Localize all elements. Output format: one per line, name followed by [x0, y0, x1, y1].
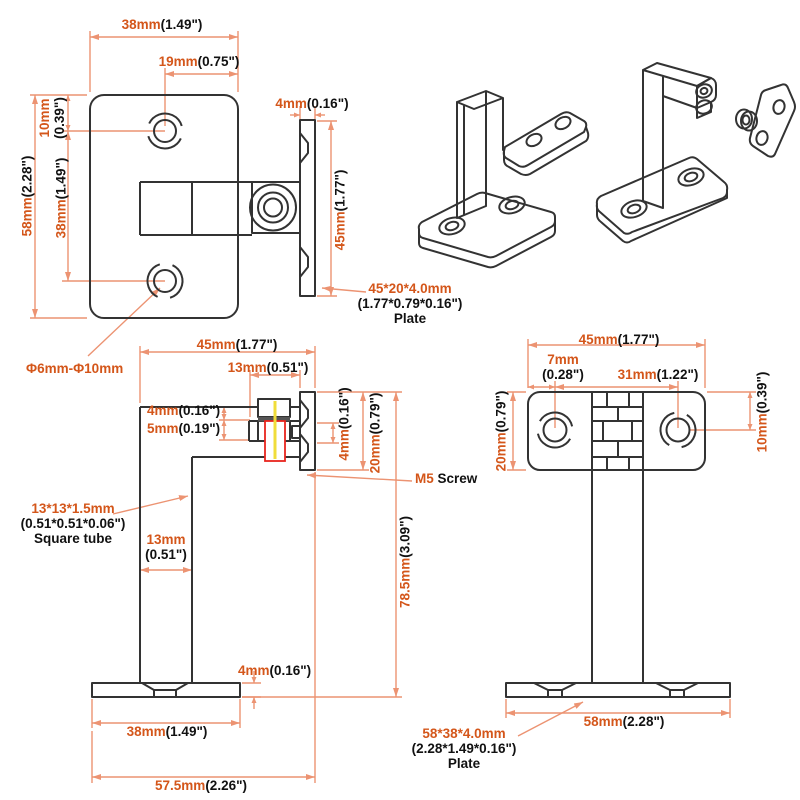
dim-washer-height: 5mm(0.19"): [147, 421, 221, 436]
dim-screw-head: 4mm(0.16"): [147, 403, 221, 418]
dim-top-plate-width: 20mm(0.79"): [367, 392, 383, 474]
dim-nut-width: 13mm(0.51"): [227, 360, 309, 375]
front-view: [505, 391, 731, 698]
dim-top-plate-thickness: 4mm(0.16"): [336, 387, 352, 461]
dim-front-plate-width: 45mm(1.77"): [578, 332, 660, 347]
dim-hole-offset: 19mm(0.75"): [158, 54, 240, 69]
dim-hole-edge-offset: 7mm(0.28"): [542, 352, 584, 383]
label-base-plate-size: 58*38*4.0mm(2.28*1.49*0.16")Plate: [411, 726, 517, 772]
dim-base-width-side: 38mm(1.49"): [126, 724, 208, 739]
label-hole-diameter: Φ6mm-Φ10mm: [26, 361, 124, 376]
isometric-view-left: [417, 90, 590, 269]
dim-total-depth: 57.5mm(2.26"): [155, 778, 247, 793]
dim-edge-plate-thickness: 4mm(0.16"): [275, 96, 349, 111]
dim-plate-width: 38mm(1.49"): [121, 17, 203, 32]
dim-bracket-height: 78.5mm(3.09"): [397, 516, 413, 608]
label-top-plate-size: 45*20*4.0mm(1.77*0.79*0.16")Plate: [357, 281, 463, 327]
dim-hole-top-offset: 10mm(0.39"): [36, 97, 67, 139]
dim-front-plate-height: 20mm(0.79"): [493, 390, 509, 472]
isometric-view-right: [595, 62, 796, 244]
m5-screw-highlight: [264, 401, 286, 462]
dim-hole-span: 38mm(1.49"): [53, 157, 69, 239]
front-plate-view: [89, 94, 316, 319]
dim-hole-vertical-offset: 10mm(0.39"): [754, 371, 770, 453]
dim-bracket-depth: 45mm(1.77"): [196, 337, 278, 352]
label-m5-screw: M5 Screw: [415, 471, 478, 486]
dimension-lines: [30, 31, 756, 783]
label-square-tube-size: 13*13*1.5mm(0.51*0.51*0.06")Square tube: [20, 501, 126, 547]
dim-base-width-front: 58mm(2.28"): [583, 714, 665, 729]
dim-tube-width: 13mm(0.51"): [145, 532, 187, 563]
dim-base-thickness: 4mm(0.16"): [238, 663, 312, 678]
dim-plate-height: 58mm(2.28"): [19, 155, 35, 237]
dim-edge-plate-height: 45mm(1.77"): [332, 169, 348, 251]
dim-hole-spacing: 31mm(1.22"): [617, 367, 699, 382]
